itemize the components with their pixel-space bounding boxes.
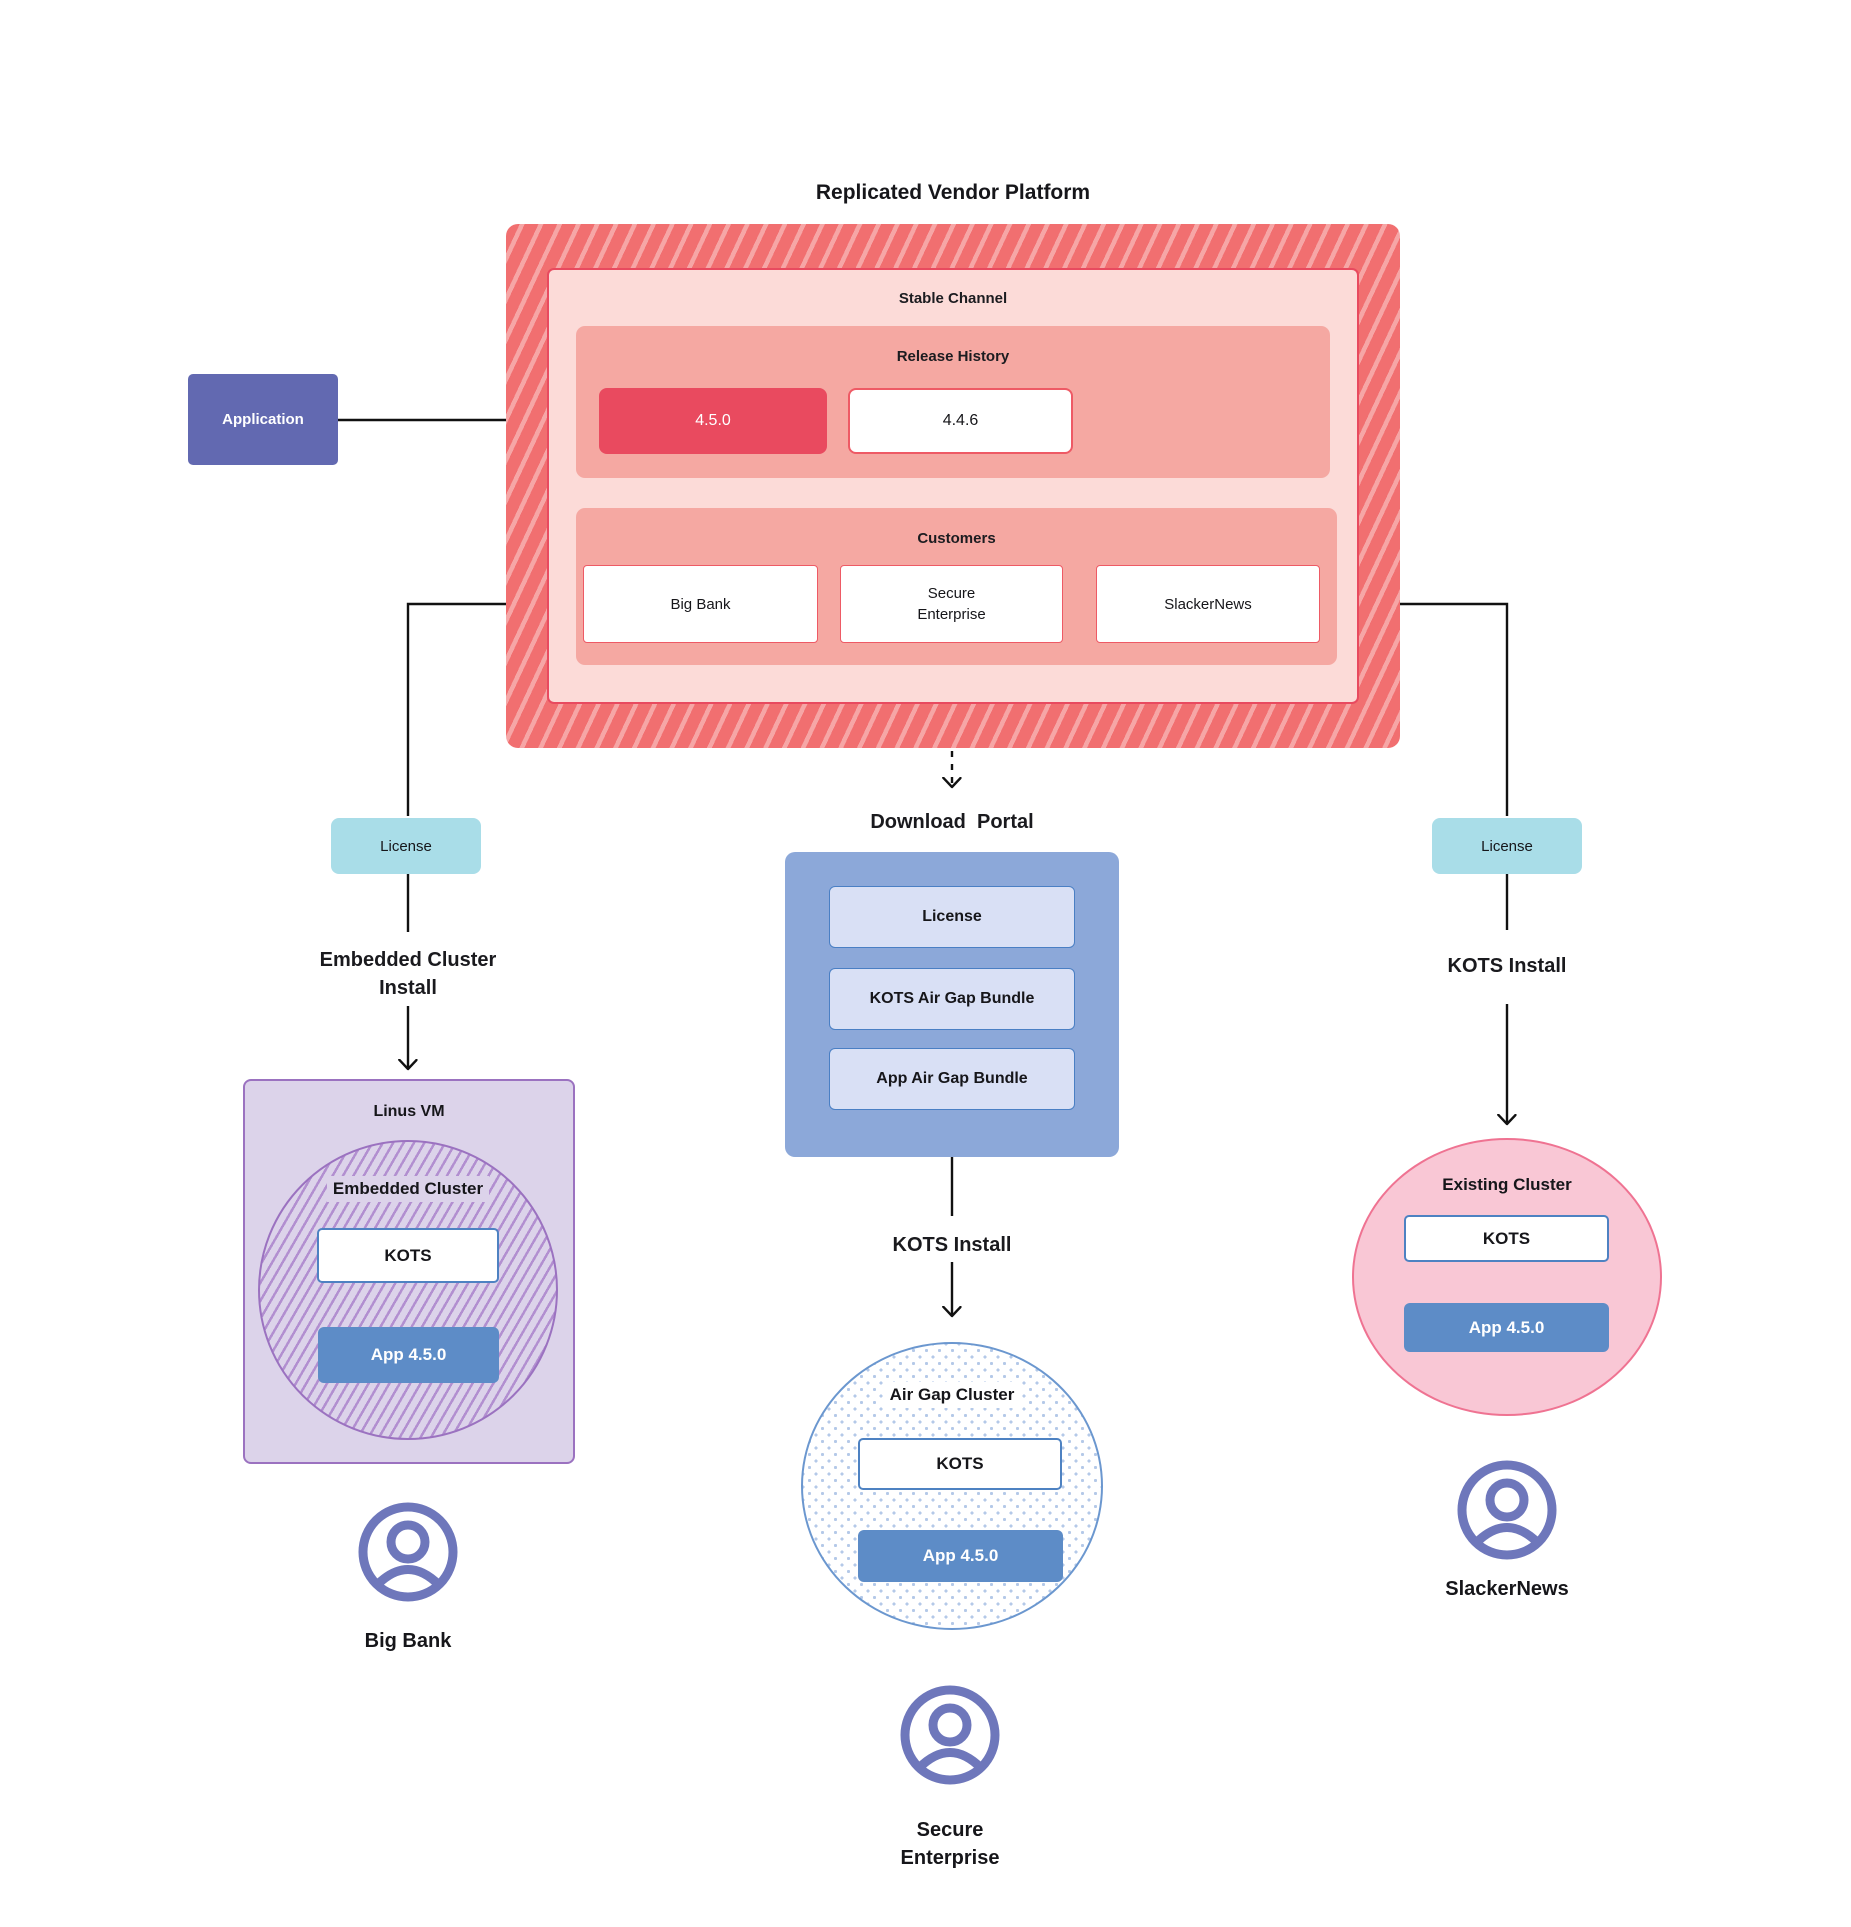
persona-icon-secure-enterprise — [898, 1683, 1002, 1787]
embedded-cluster-install-line1: Embedded Cluster — [319, 949, 497, 971]
persona-label-slackernews: SlackerNews — [1445, 1578, 1569, 1600]
user-icon — [358, 1502, 458, 1602]
release-4-4-6: 4.4.6 — [848, 388, 1073, 454]
embedded-cluster-install-line2: Install — [379, 977, 437, 999]
app-box-airgap: App 4.5.0 — [858, 1530, 1063, 1582]
embedded-cluster-label: Embedded Cluster — [326, 1176, 490, 1202]
app-box-embedded: App 4.5.0 — [318, 1327, 499, 1383]
persona-icon-slackernews — [1455, 1458, 1559, 1562]
user-icon — [900, 1685, 1000, 1785]
app-box-existing: App 4.5.0 — [1404, 1303, 1609, 1352]
customers-label: Customers — [917, 529, 996, 547]
portal-item-app-air-gap-bundle: App Air Gap Bundle — [829, 1048, 1075, 1110]
license-box-left: License — [331, 818, 481, 874]
customer-slackernews: SlackerNews — [1096, 565, 1320, 643]
portal-item-kots-air-gap-bundle: KOTS Air Gap Bundle — [829, 968, 1075, 1030]
embedded-cluster-circle — [258, 1140, 558, 1440]
customer-secure-enterprise: Secure Enterprise — [840, 565, 1063, 643]
persona-icon-big-bank — [356, 1500, 460, 1604]
kots-box-airgap: KOTS — [858, 1438, 1062, 1490]
kots-box-existing: KOTS — [1404, 1215, 1609, 1262]
license-box-right: License — [1432, 818, 1582, 874]
existing-cluster-label-wrap: Existing Cluster — [1407, 1172, 1607, 1198]
existing-cluster-label: Existing Cluster — [1436, 1172, 1578, 1198]
persona-label-secure-enterprise: Secure Enterprise — [900, 1819, 1000, 1869]
air-gap-cluster-label: Air Gap Cluster — [883, 1382, 1021, 1408]
application-box: Application — [188, 374, 338, 465]
portal-item-license: License — [829, 886, 1075, 948]
embedded-cluster-install-label: Embedded Cluster Install — [258, 946, 558, 1002]
embedded-cluster-label-wrap: Embedded Cluster — [308, 1176, 508, 1202]
download-portal-title: Download Portal — [870, 811, 1034, 833]
release-4-5-0: 4.5.0 — [599, 388, 827, 454]
stable-channel-label: Stable Channel — [898, 289, 1008, 307]
mid-kots-install-label: KOTS Install — [892, 1234, 1012, 1256]
customer-big-bank: Big Bank — [583, 565, 818, 643]
right-kots-install-label: KOTS Install — [1447, 955, 1567, 977]
air-gap-cluster-label-wrap: Air Gap Cluster — [852, 1382, 1052, 1408]
diagram-title: Replicated Vendor Platform — [815, 181, 1091, 204]
linus-vm-label: Linus VM — [373, 1103, 445, 1120]
user-icon — [1457, 1460, 1557, 1560]
kots-box-embedded: KOTS — [317, 1228, 499, 1283]
release-history-label: Release History — [896, 347, 1010, 365]
persona-label-big-bank: Big Bank — [364, 1630, 452, 1652]
